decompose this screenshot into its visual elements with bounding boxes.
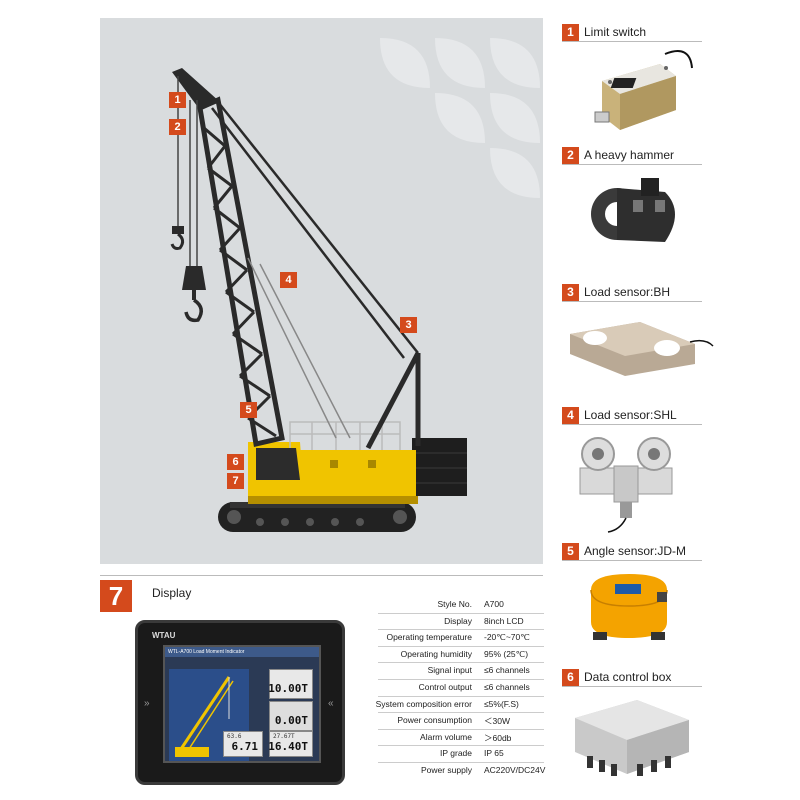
- spec-label: Display: [444, 615, 472, 626]
- angle-sensor-photo: [590, 574, 668, 640]
- readout-angle: 63.6 6.71: [223, 731, 263, 757]
- lattice-boom: [172, 68, 285, 448]
- spec-row: Power supply AC220V/DC24V: [378, 763, 546, 780]
- readout-value: 10.00T: [268, 682, 308, 695]
- marker-1: 1: [169, 92, 186, 108]
- marker-4: 4: [280, 272, 297, 288]
- display-monitor: WTAU WTL-A700 Load Moment Indicator 10.0…: [135, 620, 345, 785]
- spec-value: ≤6 channels: [484, 665, 530, 676]
- spec-value: 95% (25℃): [484, 648, 529, 659]
- readout-radius: 27.67T 16.40T: [268, 731, 313, 757]
- main-hook: [182, 266, 206, 323]
- specifications-table: Style No. A700 Display 8inch LCD Operating…: [375, 597, 546, 780]
- spec-row: Alarm volume ＞60db: [378, 730, 544, 747]
- screen-title-bar: WTL-A700 Load Moment Indicator: [165, 647, 319, 657]
- readout-top-value: 63.6: [227, 733, 242, 740]
- monitor-brand: WTAU: [152, 631, 176, 640]
- auxiliary-hook: [170, 226, 185, 250]
- readout-value: 6.71: [231, 740, 259, 753]
- spec-value: AC220V/DC24V: [484, 764, 546, 775]
- component-header-load-sensor-shl: 4 Load sensor:SHL: [562, 407, 702, 425]
- readout-top-value: 27.67T: [273, 733, 295, 740]
- spec-label: Signal input: [427, 665, 472, 676]
- crawler-track: [218, 502, 416, 532]
- readout-rated-load: 10.00T: [268, 669, 313, 699]
- right-chevron-icon: «: [328, 698, 334, 709]
- display-section-header: 7 Display: [100, 575, 543, 612]
- component-title: Load sensor:SHL: [584, 408, 677, 422]
- component-title: Angle sensor:JD-M: [584, 544, 687, 558]
- spec-row: Operating humidity 95% (25℃): [378, 647, 544, 664]
- crane-body: [248, 442, 418, 504]
- display-number: 7: [100, 580, 132, 612]
- crane-illustration: [170, 38, 540, 532]
- readout-value: 16.40T: [268, 740, 308, 753]
- component-number: 5: [562, 543, 579, 560]
- display-title: Display: [152, 586, 192, 600]
- spec-value: ≤6 channels: [484, 681, 530, 692]
- component-title: A heavy hammer: [584, 148, 675, 162]
- a-frame: [365, 351, 421, 450]
- spec-label: Control output: [418, 681, 472, 692]
- load-sensor-bh-photo: [570, 322, 714, 376]
- spec-label: Operating temperature: [386, 632, 472, 643]
- component-number: 1: [562, 24, 579, 41]
- crane-illustration-panel: 1 2 3 4 5 6 7: [100, 18, 543, 564]
- component-header-load-sensor-bh: 3 Load sensor:BH: [562, 284, 702, 302]
- component-header-data-control-box: 6 Data control box: [562, 669, 702, 687]
- spec-row: Signal input ≤6 channels: [378, 663, 544, 680]
- spec-row: Operating temperature -20℃~70℃: [378, 630, 544, 647]
- data-control-box-photo: [575, 700, 689, 776]
- guard-railings: [289, 421, 401, 450]
- component-header-heavy-hammer: 2 A heavy hammer: [562, 147, 702, 165]
- component-title: Data control box: [584, 670, 672, 684]
- marker-7: 7: [227, 473, 244, 489]
- background-decoration: [380, 38, 540, 198]
- component-number: 3: [562, 284, 579, 301]
- spec-value: ＜30W: [484, 716, 510, 727]
- luffing-cables: [211, 101, 419, 359]
- component-header-angle-sensor: 5 Angle sensor:JD-M: [562, 543, 702, 561]
- spec-label: Operating humidity: [400, 648, 472, 659]
- spec-label: Style No.: [437, 599, 473, 609]
- component-number: 4: [562, 407, 579, 424]
- spec-label: System composition error: [375, 698, 472, 709]
- spec-label: Power consumption: [397, 715, 472, 726]
- component-number: 2: [562, 147, 579, 164]
- marker-5: 5: [240, 402, 257, 418]
- component-number: 6: [562, 669, 579, 686]
- spec-row: System composition error ≤5%(F.S): [375, 697, 544, 714]
- spec-label: Power supply: [420, 764, 472, 775]
- spec-value: ≤5%(F.S): [484, 698, 519, 709]
- monitor-screen: WTL-A700 Load Moment Indicator 10.00T 0.…: [163, 645, 321, 763]
- readout-actual-load: 0.00T: [269, 701, 313, 731]
- spec-value: ＞60db: [484, 732, 512, 743]
- spec-value: IP 65: [484, 748, 504, 759]
- marker-3: 3: [400, 317, 417, 333]
- readout-value: 0.00T: [274, 714, 308, 727]
- heavy-hammer-photo: [591, 178, 675, 242]
- component-title: Limit switch: [584, 25, 647, 39]
- spec-value: 8inch LCD: [484, 615, 524, 626]
- component-title: Load sensor:BH: [584, 285, 671, 299]
- marker-6: 6: [227, 454, 244, 470]
- component-header-limit-switch: 1 Limit switch: [562, 24, 702, 42]
- spec-row: Style No. A700: [378, 597, 544, 614]
- marker-2: 2: [169, 119, 186, 135]
- spec-row: Display 8inch LCD: [378, 614, 544, 631]
- spec-row: Power consumption ＜30W: [378, 713, 544, 730]
- spec-row: IP grade IP 65: [378, 746, 544, 763]
- limit-switch-photo: [594, 50, 693, 130]
- spec-value: A700: [484, 599, 504, 609]
- counterweight: [412, 438, 467, 496]
- left-chevron-icon: »: [144, 698, 150, 709]
- spec-label: Alarm volume: [420, 731, 472, 742]
- spec-row: Control output ≤6 channels: [378, 680, 544, 697]
- spec-value: -20℃~70℃: [484, 632, 530, 643]
- load-sensor-shl-photo: [579, 437, 673, 533]
- spec-label: IP grade: [440, 748, 472, 759]
